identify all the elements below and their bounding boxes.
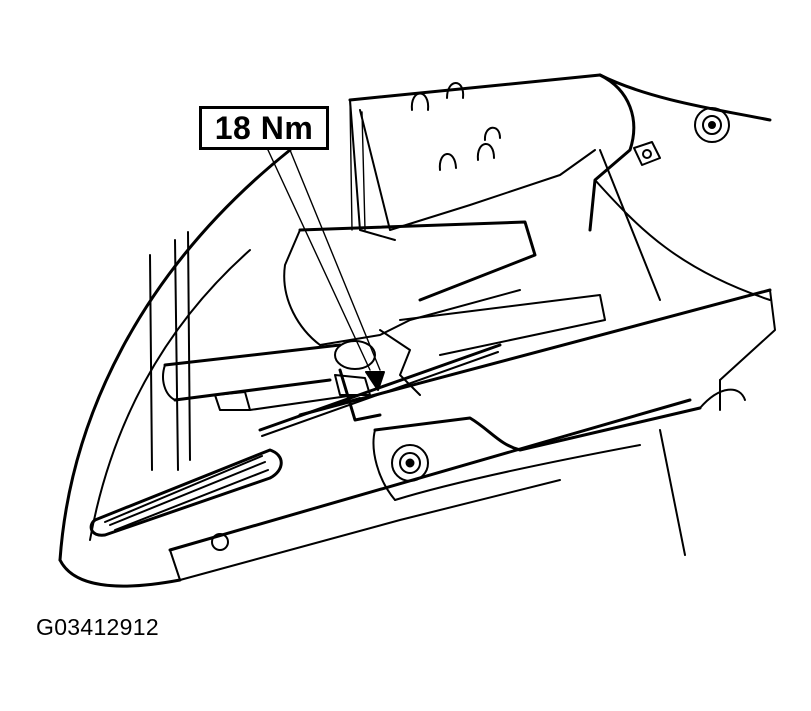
lower-panel-mid <box>179 479 561 581</box>
bracket-vertical-guide-1 <box>349 99 353 231</box>
bracket-slot-5 <box>483 126 501 141</box>
upper-bracket-inner <box>359 109 596 231</box>
right-upper-panel <box>598 73 772 122</box>
left-panel-edge-3 <box>187 231 191 461</box>
shaft-lower <box>173 378 332 402</box>
lower-left-slot-hatch-1 <box>109 461 266 526</box>
bolt-shank <box>338 368 382 422</box>
right-lower-vertical <box>659 429 686 556</box>
callout-arrowhead <box>365 371 385 391</box>
mount-housing-top <box>298 220 537 302</box>
bolt-head-center <box>334 340 376 370</box>
shaft-upper <box>163 343 342 367</box>
base-rail-bottom <box>168 398 692 552</box>
bracket-vertical-guide-2 <box>361 111 366 231</box>
square-nut <box>633 141 661 166</box>
arm-slot <box>699 388 746 409</box>
bracket-slot-4 <box>476 143 495 161</box>
figure-id-label: G03412912 <box>36 614 159 640</box>
bracket-slot-1 <box>410 92 430 111</box>
right-panel-vertical <box>599 149 661 301</box>
square-nut-hole <box>642 149 652 159</box>
inner-body-curve <box>89 249 251 541</box>
lower-left-slot-hatch-2 <box>114 469 269 531</box>
base-rail-top <box>298 288 772 417</box>
bracket-slot-2 <box>446 82 465 99</box>
upper-right-bolt-outer <box>694 107 730 143</box>
mount-block-rail <box>249 394 356 411</box>
lower-bolt-center <box>405 458 415 468</box>
lower-arm-left-edge <box>372 429 396 501</box>
lower-left-slot-hatch-3 <box>104 455 263 523</box>
upper-right-bolt-inner <box>702 115 722 135</box>
base-rail-end-right <box>719 289 776 381</box>
upper-right-bolt-center <box>708 121 716 129</box>
callout-leader-2 <box>289 149 381 371</box>
callout-leader-1 <box>267 149 371 371</box>
mount-housing-left <box>283 229 321 346</box>
lower-left-slot-outline <box>89 448 283 537</box>
shaft-end <box>162 364 176 401</box>
lower-arm-bottom <box>394 444 641 501</box>
mount-block-left <box>214 391 251 411</box>
lower-bolt-outer <box>391 444 429 482</box>
bracket-slot-3 <box>438 153 457 171</box>
upper-bracket-side <box>349 99 396 241</box>
left-panel-edge-1 <box>149 254 153 471</box>
outer-body-curve <box>58 148 292 562</box>
lower-panel-outline <box>58 558 182 588</box>
lower-arm-outline <box>373 406 702 452</box>
right-upper-panel-lower <box>594 179 771 301</box>
left-panel-edge-2 <box>174 239 179 471</box>
lower-bolt-inner <box>399 452 421 474</box>
mount-housing-mid <box>319 289 521 346</box>
mount-housing-plate <box>399 294 606 356</box>
torque-callout-label: 18 Nm <box>199 106 329 150</box>
lower-panel-hole <box>211 533 229 551</box>
base-rail-end-left <box>169 549 181 581</box>
